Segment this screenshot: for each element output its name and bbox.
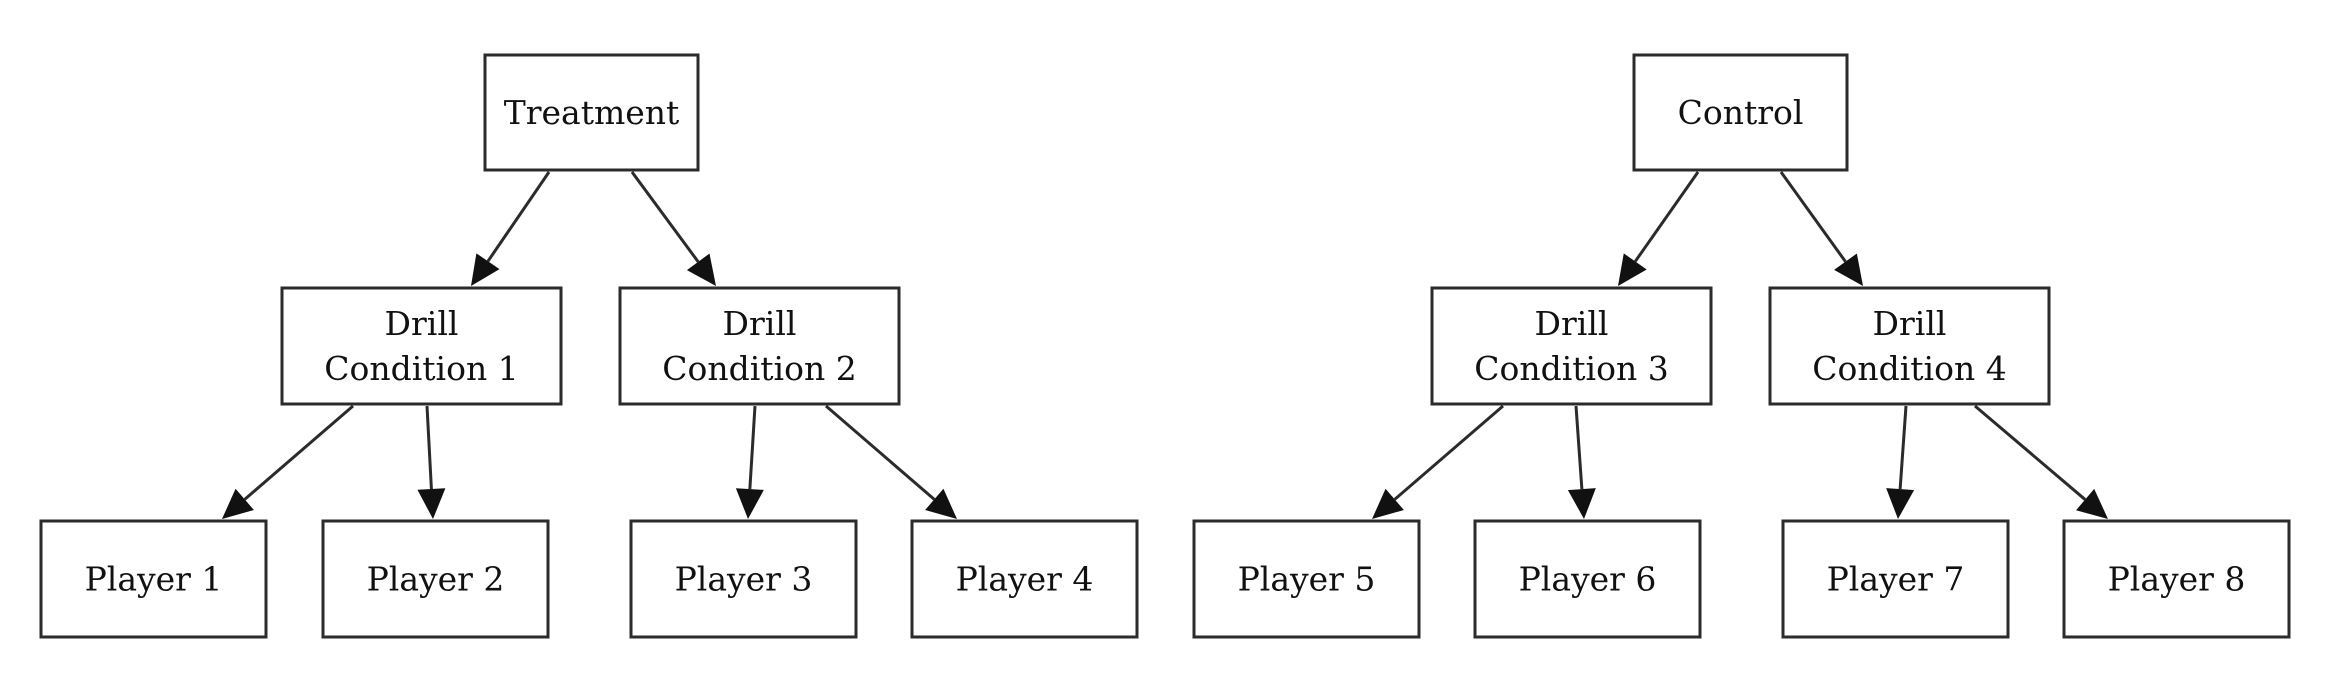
node-label: Condition 2 [662,349,856,388]
edge-dc1-to-p2-line [425,405,433,490]
edge-control-to-dc3-line [1634,171,1700,263]
edge-dc1-to-p1 [222,404,354,519]
edge-control-to-dc3 [1618,171,1700,286]
node-box [1768,286,2051,406]
node-label: Control [1678,93,1804,132]
edge-dc4-to-p7-line [1898,405,1908,490]
node-box [321,519,550,639]
node-label: Drill [1873,304,1947,343]
arrowhead-icon [1372,488,1404,519]
node-p4: Player 4 [910,519,1139,639]
edges-layer [222,171,2108,519]
node-box [1430,286,1713,406]
node-label: Player 1 [85,560,223,599]
edge-dc2-to-p4 [825,404,957,519]
edge-dc3-to-p6-line [1574,405,1584,490]
node-label: Condition 4 [1812,349,2006,388]
node-label: Player 3 [675,560,813,599]
arrowhead-icon [2076,488,2108,519]
node-box [1473,519,1702,639]
node-box [280,286,563,406]
node-p5: Player 5 [1192,519,1421,639]
node-label: Drill [385,304,459,343]
arrowhead-icon [1567,488,1596,519]
node-label: Player 2 [367,560,505,599]
node-box [1632,53,1849,172]
node-box [910,519,1139,639]
node-label: Condition 3 [1474,349,1668,388]
node-box [618,286,901,406]
edge-dc4-to-p8 [1974,404,2108,519]
node-p7: Player 7 [1781,519,2010,639]
edge-dc4-to-p7 [1886,405,1915,519]
arrowhead-icon [417,488,446,519]
node-label: Treatment [504,93,680,132]
edge-control-to-dc4-line [1779,171,1847,263]
node-p2: Player 2 [321,519,550,639]
node-control: Control [1632,53,1849,172]
edge-control-to-dc4 [1779,171,1863,286]
node-box [39,519,268,639]
node-label: Player 5 [1238,560,1376,599]
node-p6: Player 6 [1473,519,1702,639]
arrowhead-icon [735,488,764,519]
arrowhead-icon [925,488,957,519]
edge-dc4-to-p8-line [1974,404,2087,501]
node-box [483,53,700,172]
arrowhead-icon [1618,253,1647,286]
node-box [2062,519,2291,639]
node-label: Player 7 [1827,560,1965,599]
node-label: Player 6 [1519,560,1657,599]
edge-dc3-to-p5-line [1393,404,1504,501]
node-box [1781,519,2010,639]
arrowhead-icon [1886,488,1915,519]
node-label: Condition 1 [324,349,518,388]
node-p8: Player 8 [2062,519,2291,639]
node-label: Player 4 [956,560,1094,599]
arrowhead-icon [686,253,716,286]
node-label: Drill [723,304,797,343]
node-p3: Player 3 [629,519,858,639]
edge-treatment-to-dc1-line [486,171,551,263]
edge-treatment-to-dc2-line [630,171,700,263]
node-box [1192,519,1421,639]
edge-dc1-to-p1-line [243,404,354,501]
node-label: Drill [1535,304,1609,343]
arrowhead-icon [1834,253,1863,286]
arrowhead-icon [222,488,254,519]
edge-dc3-to-p5 [1372,404,1504,519]
edge-dc1-to-p2 [417,405,446,519]
edge-treatment-to-dc2 [630,171,716,286]
edge-treatment-to-dc1 [471,171,551,286]
edge-dc2-to-p3-line [748,405,757,490]
node-box [629,519,858,639]
node-treatment: Treatment [483,53,700,172]
node-label: Player 8 [2108,560,2246,599]
arrowhead-icon [471,253,500,286]
node-p1: Player 1 [39,519,268,639]
edge-dc2-to-p3 [735,405,764,519]
edge-dc3-to-p6 [1567,405,1596,519]
edge-dc2-to-p4-line [825,404,936,501]
